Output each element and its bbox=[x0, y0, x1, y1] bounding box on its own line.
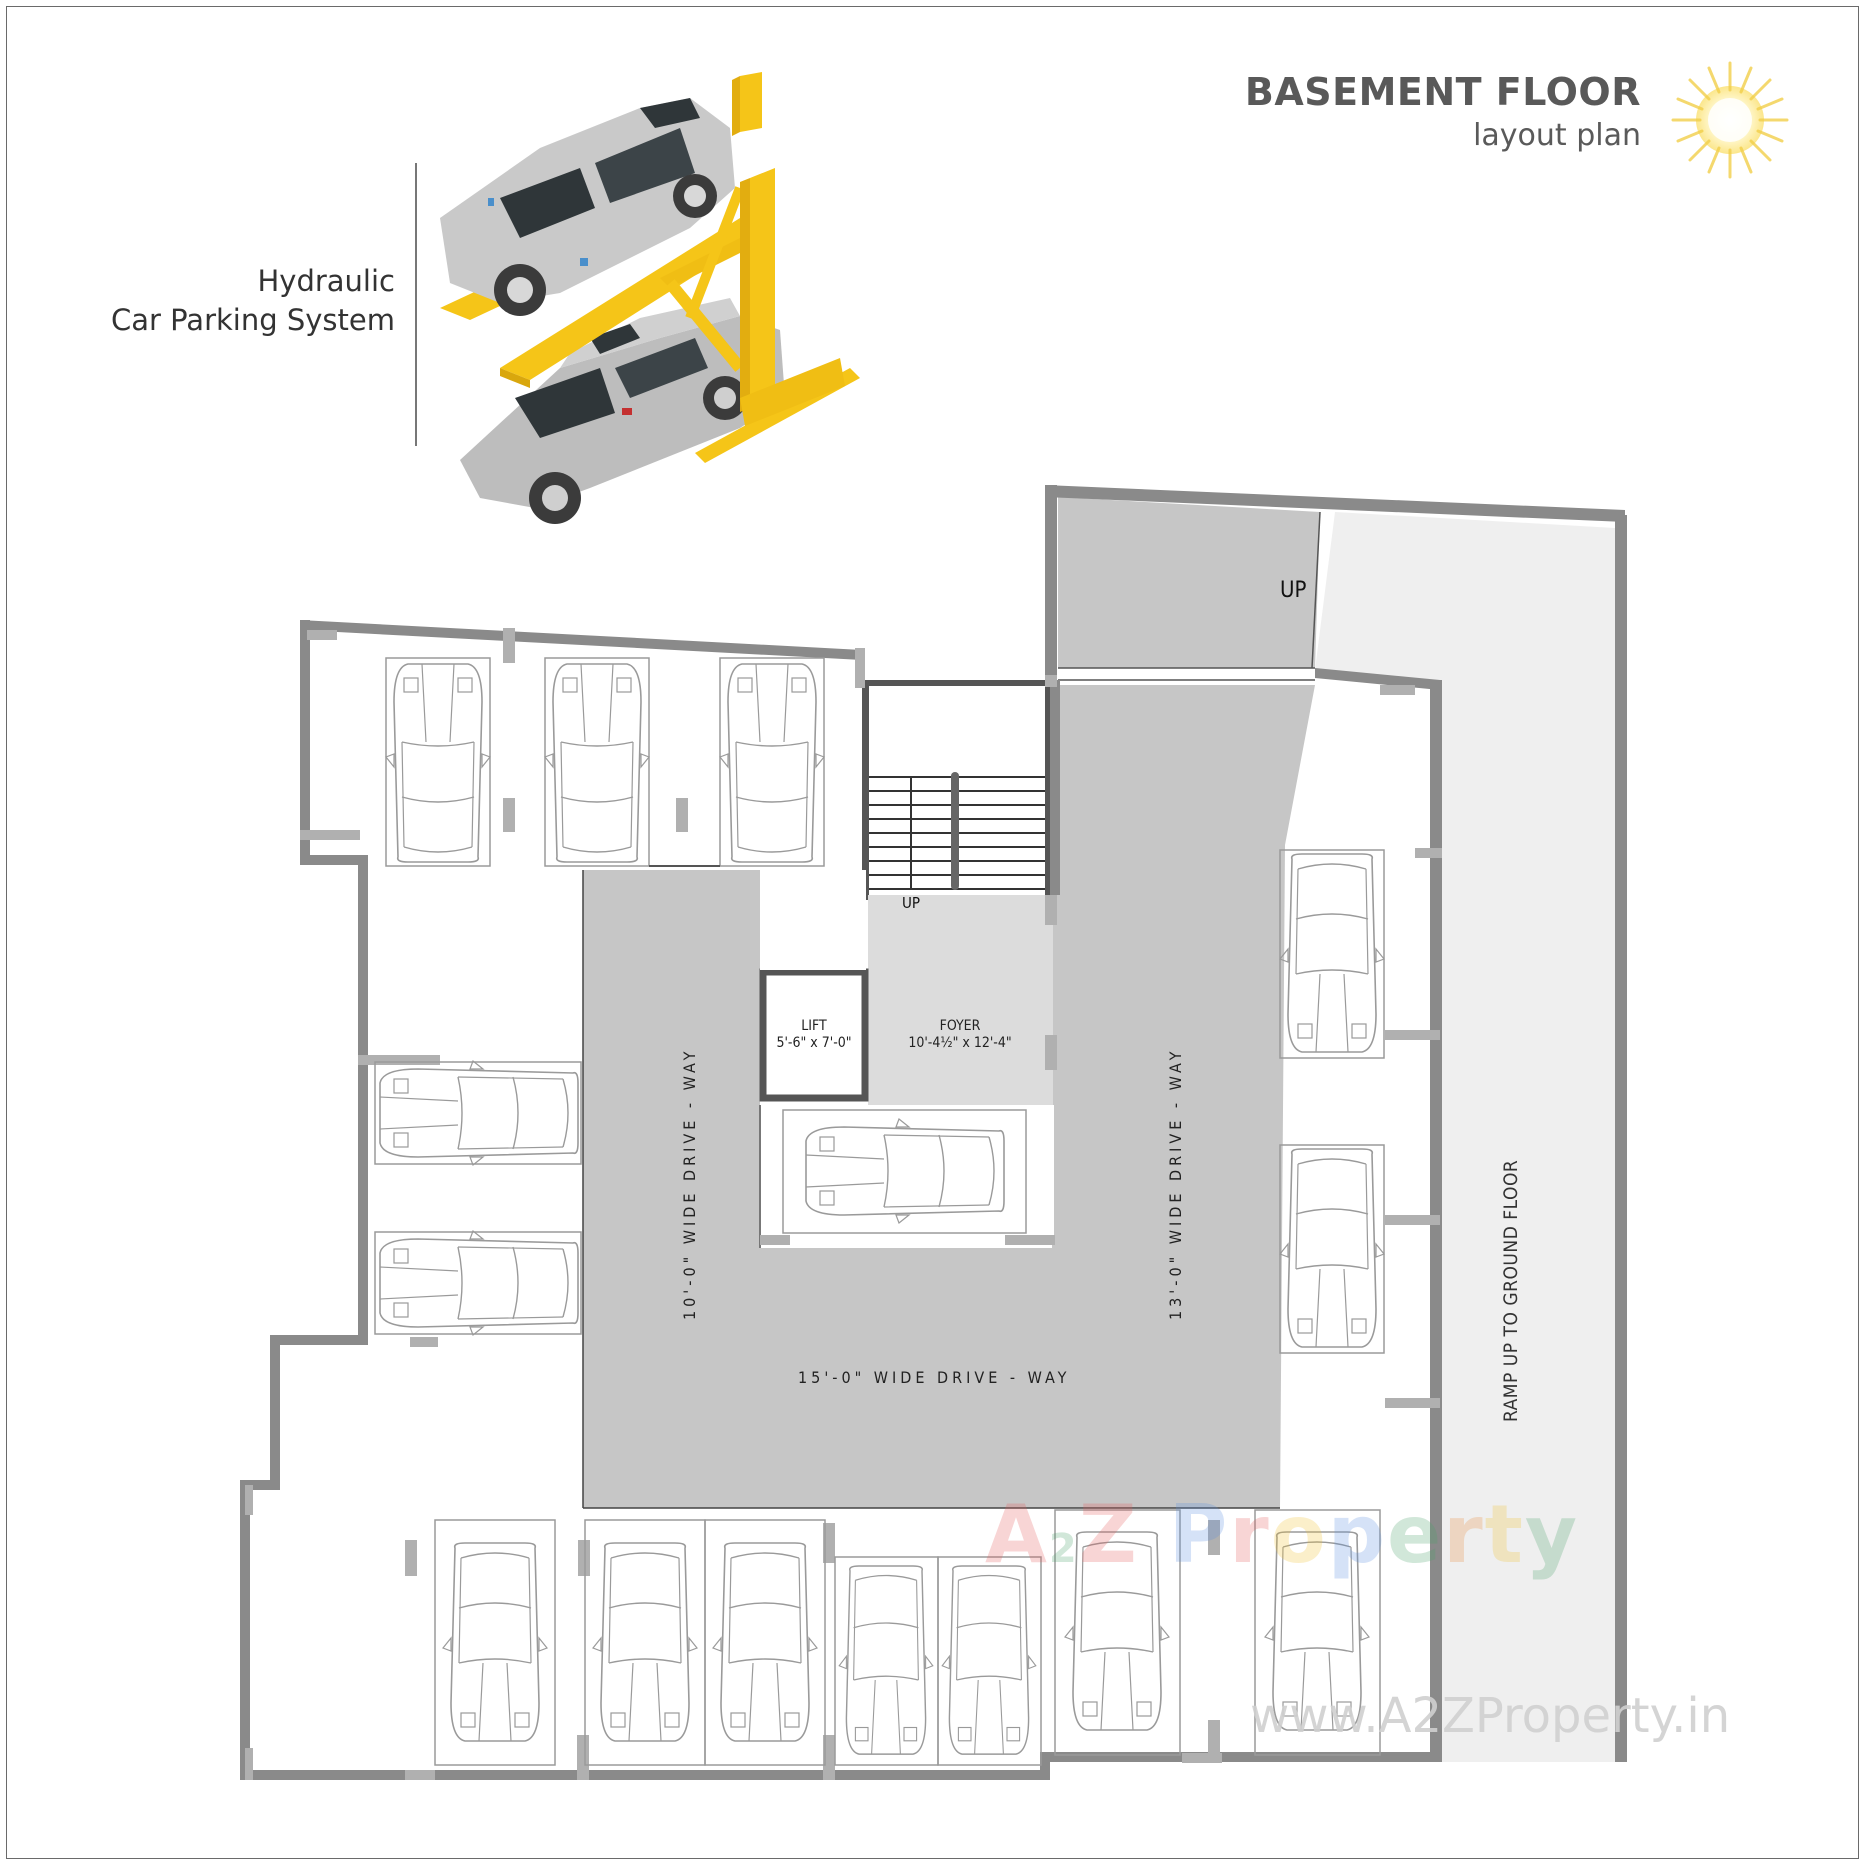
driveway-bottom-label: 15'-0" WIDE DRIVE - WAY bbox=[798, 1368, 1071, 1387]
ramp-area bbox=[1315, 512, 1615, 1762]
driveway bbox=[583, 685, 1315, 1508]
page-frame bbox=[6, 6, 1859, 1859]
parking-bays-right bbox=[1279, 849, 1385, 1354]
watermark-logo: A2Z Property bbox=[985, 1488, 1580, 1581]
lift-size: 5'-6" x 7'-0" bbox=[776, 1035, 852, 1051]
caption-line-2: Car Parking System bbox=[110, 303, 395, 337]
lift-name: LIFT bbox=[801, 1018, 827, 1034]
lift-post-front-icon bbox=[695, 168, 860, 463]
title-block: BASEMENT FLOOR layout plan bbox=[1245, 70, 1641, 156]
caption-line-1: Hydraulic bbox=[257, 264, 395, 298]
lift bbox=[759, 968, 869, 1102]
stair-up-label: UP bbox=[902, 894, 921, 912]
upper-car-icon bbox=[440, 98, 735, 316]
ramp-up-zone bbox=[1058, 497, 1320, 668]
watermark-url: www.A2ZProperty.in bbox=[1250, 1688, 1731, 1744]
parking-bays-top bbox=[385, 657, 825, 867]
foyer-label: FOYER 10'-4½" x 12'-4" bbox=[880, 1018, 1040, 1052]
hydraulic-car-lift-illustration bbox=[440, 72, 860, 524]
driveway-left-label: 10'-0" WIDE DRIVE - WAY bbox=[680, 1047, 699, 1320]
parking-bay-center bbox=[782, 1109, 1027, 1234]
page-title: BASEMENT FLOOR bbox=[1244, 70, 1641, 114]
page-subtitle: layout plan bbox=[1473, 118, 1641, 153]
lift-label: LIFT 5'-6" x 7'-0" bbox=[766, 1018, 862, 1052]
foyer-name: FOYER bbox=[939, 1018, 981, 1034]
feature-caption: Hydraulic Car Parking System bbox=[111, 262, 395, 340]
parking-bays-bottom bbox=[434, 1509, 1381, 1766]
driveway-right-label: 13'-0" WIDE DRIVE - WAY bbox=[1166, 1047, 1185, 1320]
sun-icon bbox=[1671, 61, 1789, 179]
lift-post-back-icon bbox=[732, 72, 762, 136]
ramp-label: RAMP UP TO GROUND FLOOR bbox=[1500, 1159, 1522, 1422]
caption-divider bbox=[415, 163, 417, 446]
parking-bays-left bbox=[374, 1061, 582, 1335]
foyer-size: 10'-4½" x 12'-4" bbox=[908, 1035, 1012, 1051]
ramp-up-label: UP bbox=[1280, 578, 1307, 603]
foyer bbox=[868, 895, 1053, 1105]
